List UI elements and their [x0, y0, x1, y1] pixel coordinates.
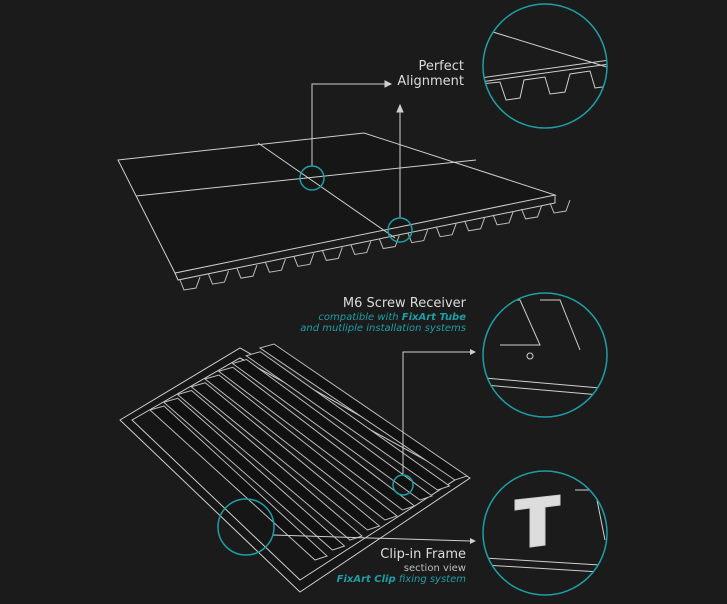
- rib: [179, 276, 201, 291]
- detail-marker-screw: [392, 474, 414, 496]
- clip-sub: section view: [403, 562, 466, 574]
- screw-leader: [402, 351, 470, 474]
- rib: [492, 211, 514, 226]
- rib: [350, 241, 372, 256]
- rib: [190, 382, 381, 531]
- screw-compat-prefix: compatible with: [318, 311, 402, 323]
- rib: [231, 358, 434, 501]
- clip-brand-suffix: fixing system: [395, 574, 466, 586]
- screw-compat-brand: FixArt Tube: [401, 311, 466, 323]
- clip-title: Clip-in Frame: [380, 547, 466, 562]
- rib: [435, 223, 457, 238]
- rib: [207, 270, 229, 285]
- rib: [258, 343, 469, 481]
- rib: [549, 199, 571, 214]
- detail-marker-alignment: [299, 165, 325, 191]
- rib: [521, 205, 543, 220]
- screw-callout: M6 Screw Receiver compatible with FixArt…: [280, 296, 466, 335]
- clip-brand: FixArt Clip: [336, 574, 396, 586]
- rib: [176, 389, 363, 541]
- screw-receiver-detail-view: [482, 292, 608, 418]
- rib: [236, 264, 258, 279]
- rib: [162, 397, 346, 551]
- alignment-detail-view: [482, 3, 608, 129]
- rib: [293, 253, 315, 267]
- clip-callout: Clip-in Frame section view FixArt Clip f…: [300, 547, 466, 586]
- alignment-leader: [311, 83, 385, 166]
- screw-compat-line2: and mutliple installation systems: [300, 323, 466, 335]
- rib: [217, 366, 416, 511]
- rib: [321, 247, 343, 261]
- flat-panel-assembly: [117, 132, 571, 291]
- rib: [203, 374, 399, 521]
- alignment-line1: Perfect: [418, 59, 464, 74]
- clip-in-panel: [119, 343, 471, 593]
- clip-leader: [272, 534, 471, 542]
- clip-frame-detail-view: [482, 470, 608, 596]
- alignment-line2: Alignment: [397, 73, 464, 89]
- detail-marker-edge: [387, 217, 413, 243]
- rib: [245, 351, 451, 491]
- alignment-callout: Perfect Alignment: [380, 59, 464, 90]
- rib: [464, 217, 486, 232]
- rib: [148, 405, 328, 561]
- detail-marker-clip: [217, 498, 275, 556]
- screw-title: M6 Screw Receiver: [342, 296, 466, 311]
- rib: [264, 259, 286, 273]
